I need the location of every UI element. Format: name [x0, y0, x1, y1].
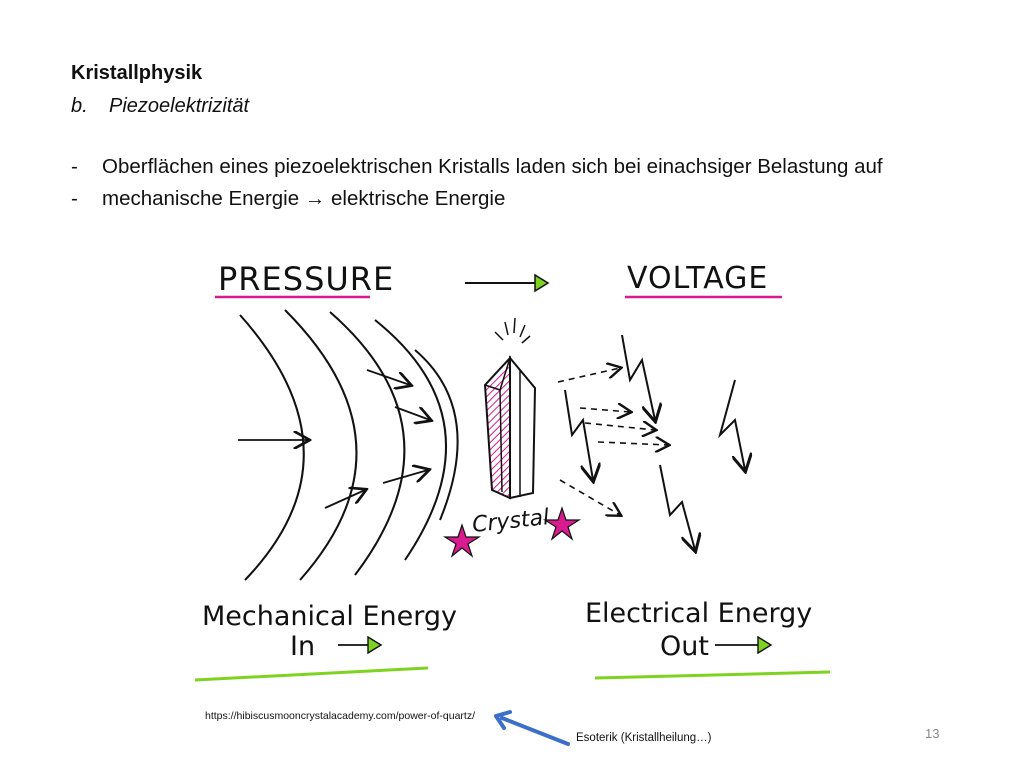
bullet-dash: - [71, 187, 78, 210]
green-arrowhead-icon [757, 635, 773, 655]
green-arrowhead-icon [534, 273, 550, 293]
pressure-wave [329, 311, 406, 576]
electrical-energy-label: Electrical Energy [585, 598, 812, 629]
star-icon [542, 506, 582, 541]
mechanical-energy-label: Mechanical Energy [202, 601, 457, 632]
energy-arrow [559, 479, 620, 515]
bullet-item: - mechanische Energie → elektrische Energ… [71, 187, 505, 211]
pressure-arrow [324, 490, 365, 509]
mechanical-in-label: In [290, 631, 315, 662]
lightning-bolt-icon [659, 464, 695, 550]
lightning-bolt-icon [718, 379, 745, 470]
page-number: 13 [925, 726, 940, 741]
mechanical-underline [194, 666, 429, 682]
electrical-underline [594, 670, 831, 680]
lightning-bolt-icon [564, 389, 593, 480]
bullet-text: mechanische Energie → elektrische Energi… [102, 187, 506, 210]
pressure-arrow [382, 470, 428, 484]
blue-arrow-icon [494, 710, 570, 746]
bullet-dash: - [71, 155, 78, 178]
green-arrowhead-icon [367, 635, 383, 655]
lightning-bolt-icon [621, 334, 655, 420]
pressure-arrow [366, 369, 410, 385]
energy-arrow [579, 408, 630, 412]
electrical-out-label: Out [660, 631, 709, 662]
esoterik-note: Esoterik (Kristallheilung…) [576, 732, 712, 744]
energy-arrow [597, 442, 668, 445]
piezoelectric-illustration: PRESSURE VOLTAGE Crystal Me [194, 260, 831, 682]
bullet-text: Oberflächen eines piezoelektrischen Kris… [102, 155, 883, 178]
energy-arrow [584, 423, 655, 430]
pressure-wave [284, 309, 358, 581]
slide-heading: Kristallphysik [71, 62, 203, 84]
pressure-wave [374, 319, 447, 561]
pressure-arrow [394, 406, 430, 420]
pressure-wave [414, 349, 459, 521]
subheading-text: Piezoelektrizität [109, 95, 250, 117]
slide-subheading: b. Piezoelektrizität [71, 95, 249, 118]
crystal-label: Crystal [471, 505, 550, 538]
pressure-label: PRESSURE [218, 260, 394, 298]
pressure-wave [239, 314, 305, 581]
crystal-drawing [483, 317, 537, 500]
subheading-label: b. [71, 95, 88, 117]
voltage-label: VOLTAGE [627, 261, 768, 296]
source-link[interactable]: https://hibiscusmooncrystalacademy.com/p… [205, 710, 475, 722]
star-icon [442, 523, 482, 558]
bullet-item: - Oberflächen eines piezoelektrischen Kri… [71, 155, 883, 179]
energy-arrow [557, 368, 620, 383]
